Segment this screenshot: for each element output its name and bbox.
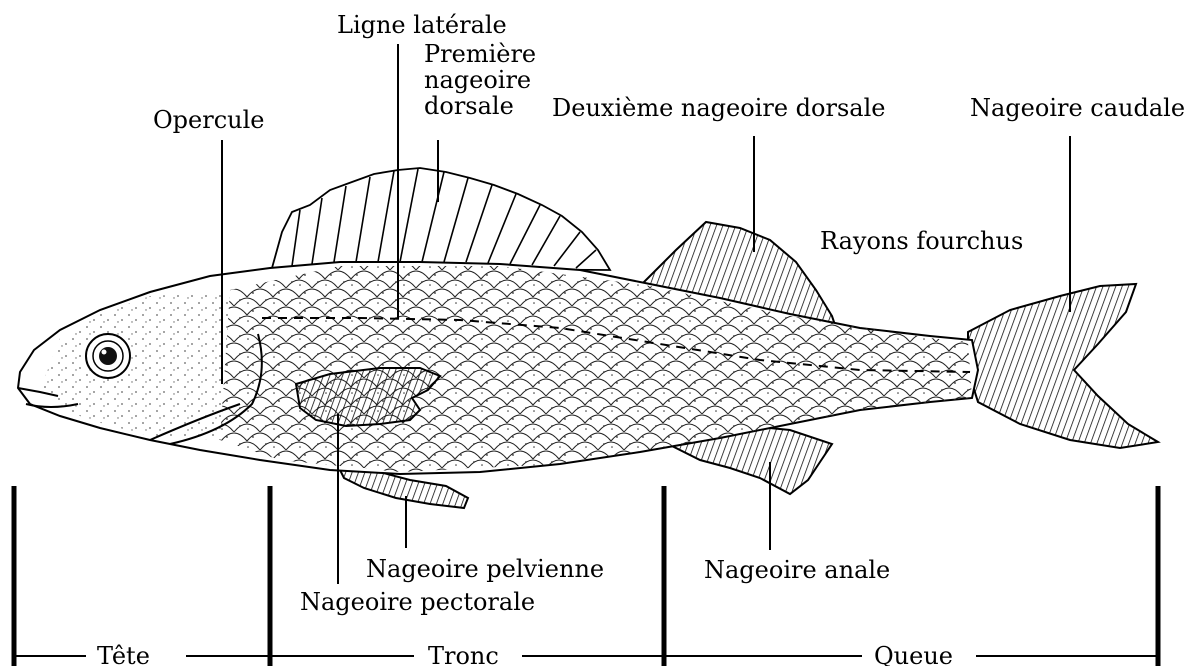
label-forked-rays: Rayons fourchus	[820, 227, 1023, 255]
label-pectoral: Nageoire pectorale	[300, 588, 535, 616]
label-first-dorsal-line2: nageoire	[424, 66, 531, 94]
caudal-fin	[968, 284, 1158, 448]
label-second-dorsal: Deuxième nageoire dorsale	[552, 94, 885, 122]
label-anal: Nageoire anale	[704, 556, 890, 584]
eye	[86, 334, 130, 378]
label-pelvic: Nageoire pelvienne	[366, 555, 604, 583]
segment-label-head: Tête	[97, 642, 150, 666]
label-first-dorsal-line1: Première	[424, 40, 536, 68]
label-first-dorsal-line3: dorsale	[424, 92, 514, 120]
label-operculum: Opercule	[153, 106, 265, 134]
segment-label-tail: Queue	[874, 642, 953, 666]
fish-body	[18, 262, 978, 474]
label-lateral-line: Ligne latérale	[337, 11, 507, 39]
first-dorsal-fin	[272, 168, 610, 270]
segment-label-trunk: Tronc	[428, 642, 499, 666]
label-caudal: Nageoire caudale	[970, 94, 1185, 122]
